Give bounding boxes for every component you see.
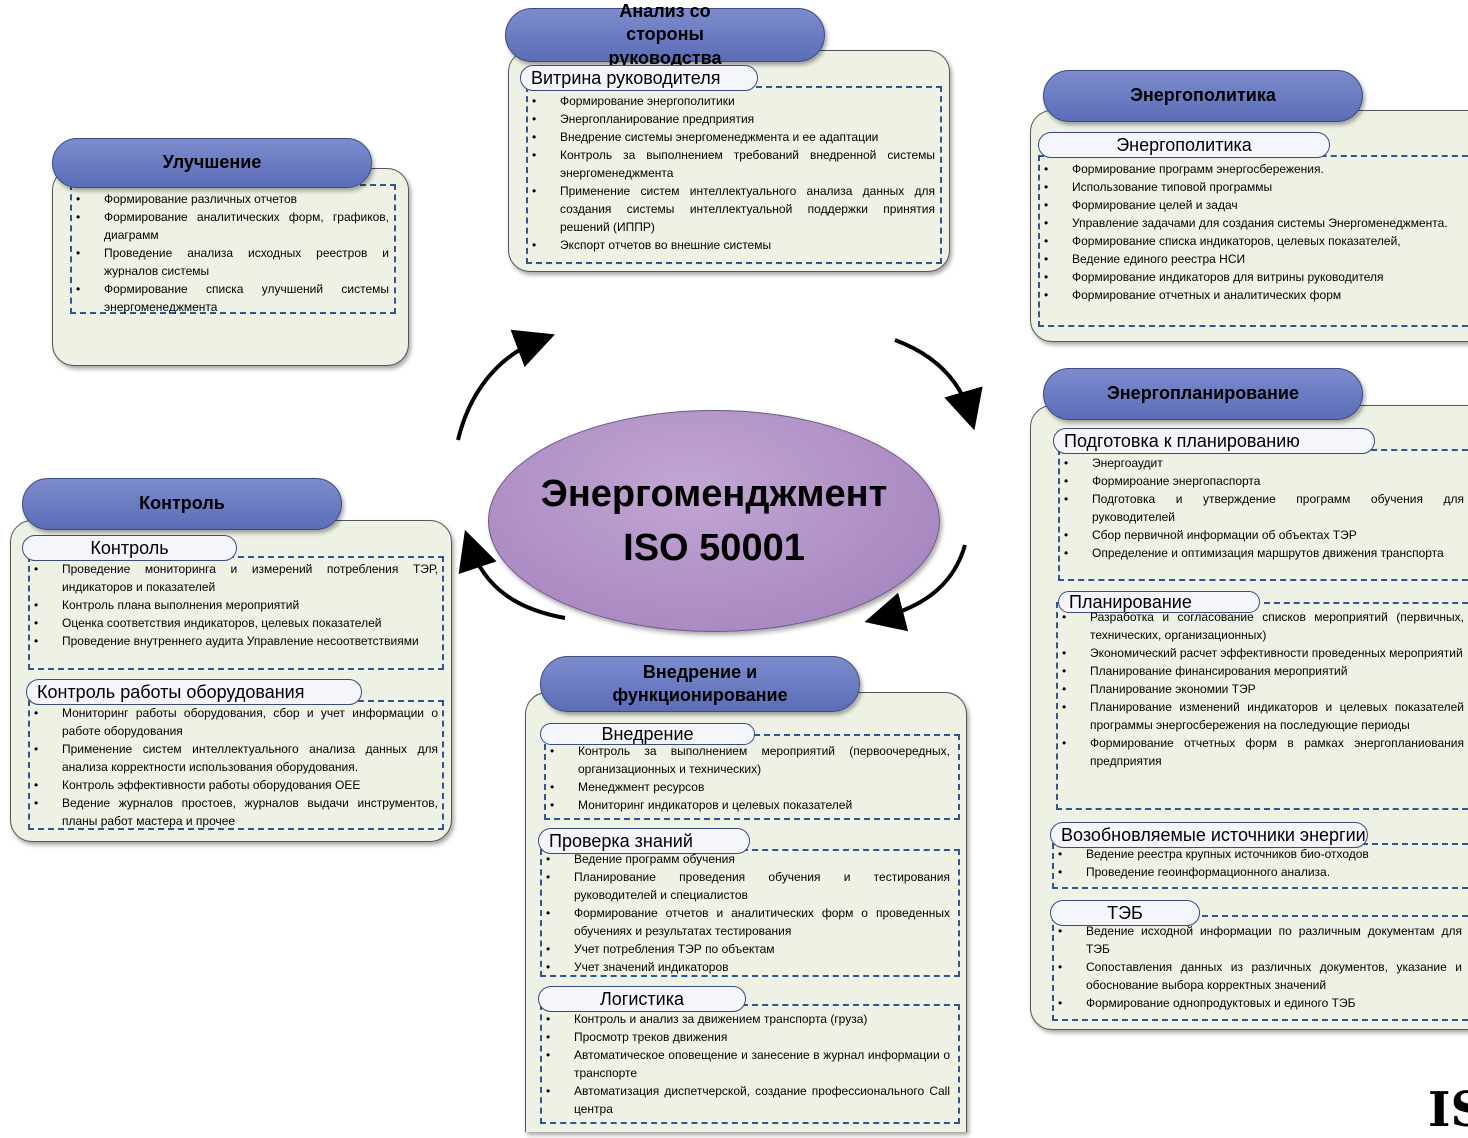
- control-section-title: Контроль: [22, 535, 237, 561]
- list-item: Энергопланирование предприятия: [530, 110, 935, 128]
- list-item: Формироание энергопаспорта: [1062, 472, 1464, 490]
- list-item: Планирование финансирования мероприятий: [1060, 662, 1464, 680]
- list-item: Управление задачами для создания системы…: [1042, 214, 1464, 232]
- list-item: Планирование проведения обучения и тести…: [544, 868, 950, 904]
- list-item: Сбор первичной информации об объектах ТЭ…: [1062, 526, 1464, 544]
- list-item: Внедрение системы энергоменеджмента и ее…: [530, 128, 935, 146]
- planning-title: Энергопланирование: [1043, 368, 1363, 420]
- list-item: Ведение журналов простоев, журналов выда…: [32, 794, 438, 830]
- planning-teb-frame: [1052, 915, 1468, 1021]
- list-item: Учет значений индикаторов: [544, 958, 950, 976]
- management-list: Формирование энергополитики Энергопланир…: [530, 92, 935, 254]
- control-equipment-list: Мониторинг работы оборудования, сбор и у…: [32, 704, 438, 830]
- list-item: Формирование индикаторов для витрины рук…: [1042, 268, 1464, 286]
- policy-list: Формирование программ энергосбережения. …: [1042, 160, 1464, 304]
- list-item: Экспорт отчетов во внешние системы: [530, 236, 935, 254]
- implementation-section-title: Логистика: [538, 986, 746, 1012]
- implementation-logistics-list: Контроль и анализ за движением транспорт…: [544, 1010, 950, 1118]
- list-item: Менеджмент ресурсов: [548, 778, 950, 796]
- list-item: Проведение мониторинга и измерений потре…: [32, 560, 438, 596]
- list-item: Формирование отчетных форм в рамках энер…: [1060, 734, 1464, 770]
- planning-teb-list: Ведение исходной информации по различным…: [1056, 922, 1462, 1012]
- list-item: Формирование списка улучшений системы эн…: [74, 280, 389, 316]
- implementation-intro-list: Контроль за выполнением мероприятий (пер…: [548, 742, 950, 814]
- planning-renewable-list: Ведение реестра крупных источников био-о…: [1056, 845, 1462, 881]
- list-item: Ведение единого реестра НСИ: [1042, 250, 1464, 268]
- center-title: Энергоменджмент: [540, 473, 888, 515]
- planning-section-title: Возобновляемые источники энергии: [1050, 822, 1368, 848]
- list-item: Ведение исходной информации по различным…: [1056, 922, 1462, 958]
- list-item: Энергоаудит: [1062, 454, 1464, 472]
- list-item: Разработка и согласование списков меропр…: [1060, 608, 1464, 644]
- arrow-planning-to-implementation: [864, 544, 967, 632]
- list-item: Экономический расчет эффективности прове…: [1060, 644, 1464, 662]
- list-item: Проведение геоинформационного анализа.: [1056, 863, 1462, 881]
- list-item: Формирование различных отчетов: [74, 190, 389, 208]
- list-item: Контроль за выполнением требований внедр…: [530, 146, 935, 182]
- list-item: Формирование списка индикаторов, целевых…: [1042, 232, 1464, 250]
- list-item: Использование типовой программы: [1042, 178, 1464, 196]
- policy-section-title: Энергополитика: [1038, 132, 1330, 158]
- list-item: Формирование аналитических форм, графико…: [74, 208, 389, 244]
- improvement-list: Формирование различных отчетов Формирова…: [74, 190, 389, 316]
- list-item: Подготовка и утверждение программ обучен…: [1062, 490, 1464, 526]
- list-item: Мониторинг работы оборудования, сбор и у…: [32, 704, 438, 740]
- improvement-title: Улучшение: [52, 138, 372, 188]
- list-item: Применение систем интеллектуального анал…: [32, 740, 438, 776]
- list-item: Контроль за выполнением мероприятий (пер…: [548, 742, 950, 778]
- control-list-frame: [28, 556, 444, 670]
- list-item: Формирование программ энергосбережения.: [1042, 160, 1464, 178]
- control-section-title: Контроль работы оборудования: [26, 679, 362, 705]
- planning-prep-list: Энергоаудит Формироание энергопаспорта П…: [1062, 454, 1464, 562]
- list-item: Применение систем интеллектуального анал…: [530, 182, 935, 236]
- policy-title: Энергополитика: [1043, 70, 1363, 122]
- implementation-logistics-frame: [540, 1004, 960, 1124]
- list-item: Планирование изменений индикаторов и цел…: [1060, 698, 1464, 734]
- list-item: Формирование однопродуктовых и единого Т…: [1056, 994, 1462, 1012]
- list-item: Планирование экономии ТЭР: [1060, 680, 1464, 698]
- list-item: Контроль плана выполнения мероприятий: [32, 596, 438, 614]
- implementation-title: Внедрение и функционирование: [540, 656, 860, 712]
- planning-section-title: Подготовка к планированию: [1053, 428, 1375, 454]
- list-item: Контроль эффективности работы оборудован…: [32, 776, 438, 794]
- control-title: Контроль: [22, 478, 342, 530]
- center-ellipse: Энергоменджмент ISO 50001: [488, 410, 940, 632]
- list-item: Формирование отчетов и аналитических фор…: [544, 904, 950, 940]
- management-section-title: Витрина руководителя: [520, 65, 758, 91]
- list-item: Проведение внутреннего аудита Управление…: [32, 632, 438, 650]
- management-title: Анализ со стороны руководства: [505, 1, 825, 68]
- planning-main-list: Разработка и согласование списков меропр…: [1060, 608, 1464, 770]
- list-item: Ведение программ обучения: [544, 850, 950, 868]
- center-subtitle: ISO 50001: [623, 527, 805, 569]
- list-item: Оценка соответствия индикаторов, целевых…: [32, 614, 438, 632]
- arrow-implementation-to-control: [458, 529, 566, 620]
- list-item: Автоматическое оповещение и занесение в …: [544, 1046, 950, 1082]
- list-item: Учет потребления ТЭР по объектам: [544, 940, 950, 958]
- list-item: Контроль и анализ за движением транспорт…: [544, 1010, 950, 1028]
- list-item: Просмотр треков движения: [544, 1028, 950, 1046]
- list-item: Ведение реестра крупных источников био-о…: [1056, 845, 1462, 863]
- list-item: Формирование энергополитики: [530, 92, 935, 110]
- arrow-management-to-policy: [894, 338, 983, 431]
- list-item: Сопоставления данных из различных докуме…: [1056, 958, 1462, 994]
- logo-fragment: IS: [1428, 1082, 1468, 1138]
- list-item: Проведение анализа исходных реестров и ж…: [74, 244, 389, 280]
- list-item: Формирование отчетных и аналитических фо…: [1042, 286, 1464, 304]
- list-item: Автоматизация диспетчерской, создание пр…: [544, 1082, 950, 1118]
- list-item: Мониторинг индикаторов и целевых показат…: [548, 796, 950, 814]
- list-item: Определение и оптимизация маршрутов движ…: [1062, 544, 1464, 562]
- planning-main-frame: [1056, 602, 1468, 810]
- implementation-knowledge-list: Ведение программ обучения Планирование п…: [544, 850, 950, 976]
- list-item: Формирование целей и задач: [1042, 196, 1464, 214]
- arrow-improvement-to-management: [456, 329, 555, 441]
- control-list: Проведение мониторинга и измерений потре…: [32, 560, 438, 650]
